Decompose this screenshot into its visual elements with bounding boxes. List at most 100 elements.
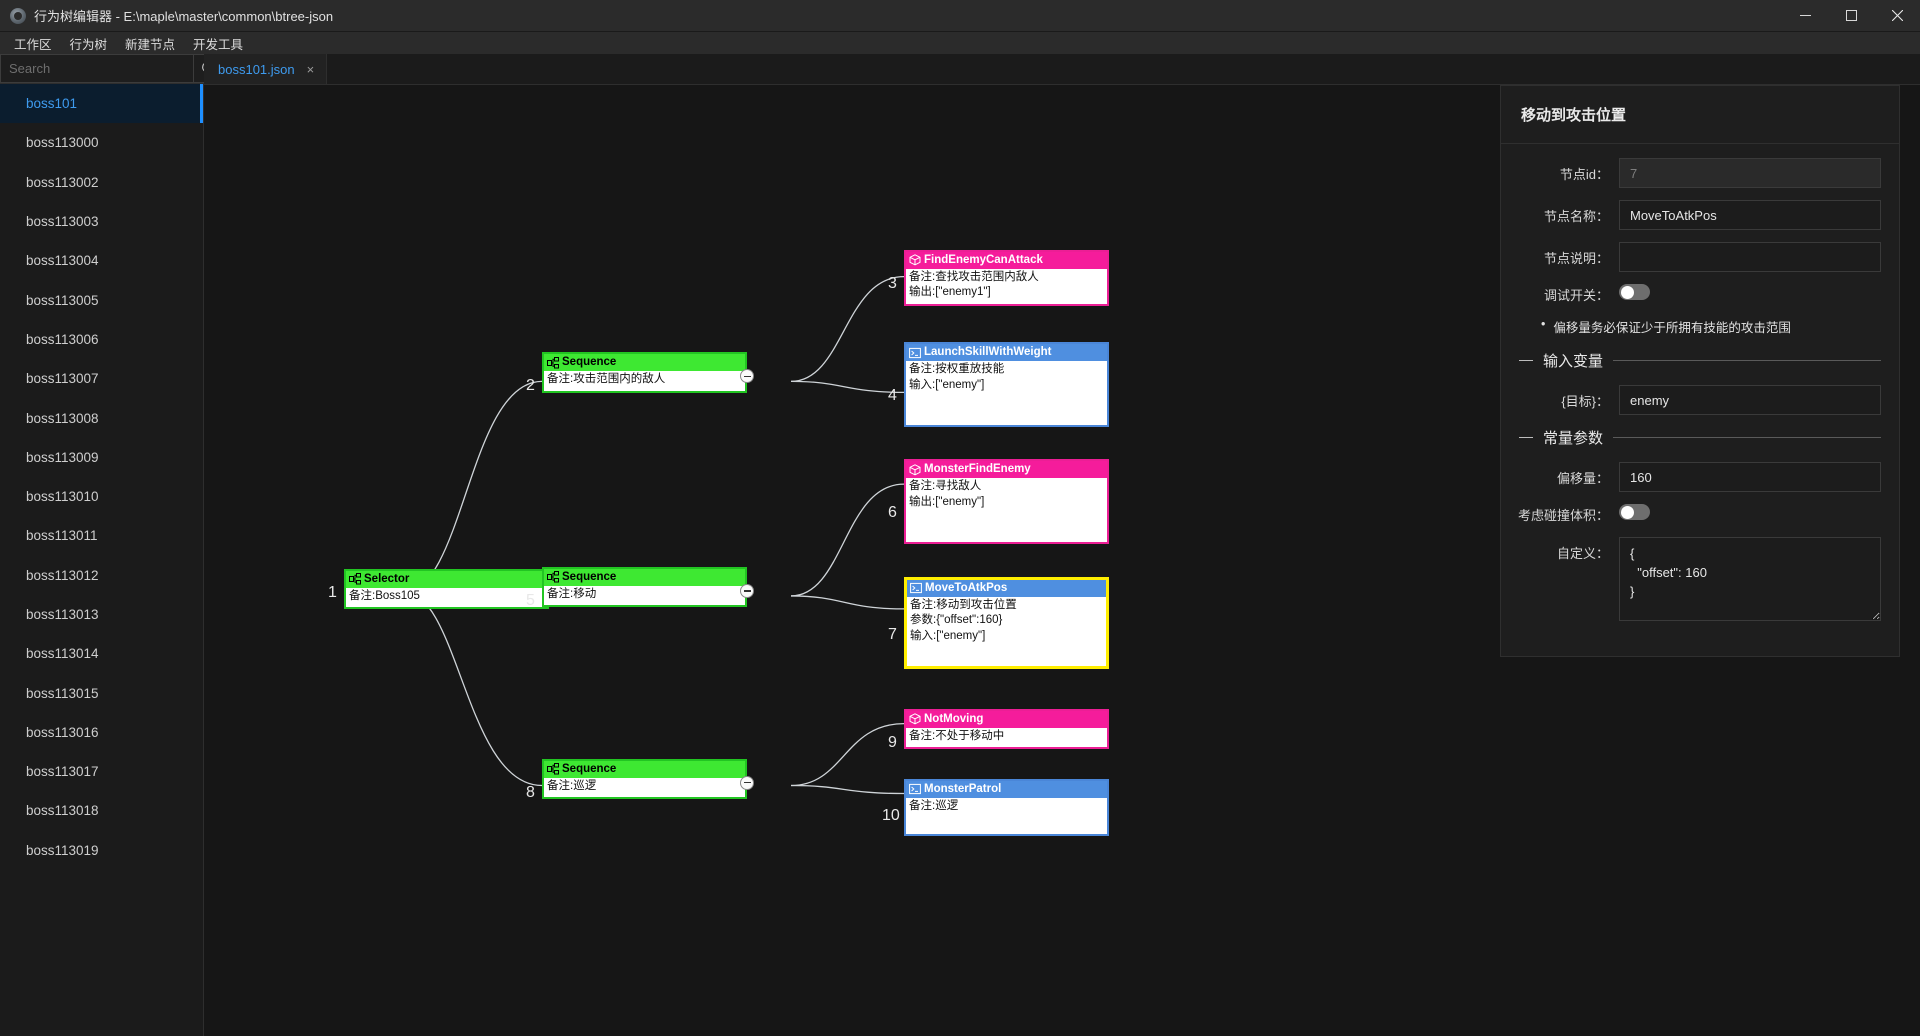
window-title: 行为树编辑器 - E:\maple\master\common\btree-js… <box>34 9 334 24</box>
graph-node-collapse-toggle[interactable] <box>740 583 754 598</box>
app-icon <box>10 7 26 24</box>
field-collision: 考虑碰撞体积： <box>1511 504 1881 525</box>
file-list-item[interactable]: boss113014 <box>0 634 203 673</box>
graph-node-title: MonsterFindEnemy <box>924 463 1031 476</box>
target-control <box>1619 385 1881 415</box>
search-input[interactable] <box>0 54 193 83</box>
custom-textarea[interactable]: { "offset": 160 } <box>1619 537 1881 621</box>
offset-input[interactable] <box>1619 462 1881 492</box>
field-debug-switch: 调试开关： <box>1511 284 1881 305</box>
file-list-item[interactable]: boss113009 <box>0 438 203 477</box>
section-const-params[interactable]: 常量参数 <box>1519 427 1881 448</box>
graph-node-body: 备注:按权重放技能输入:["enemy"] <box>906 361 1107 396</box>
graph-node-header: MonsterFindEnemy <box>906 461 1107 479</box>
menu-item-dev-tools[interactable]: 开发工具 <box>193 37 244 52</box>
file-list-item[interactable]: boss113018 <box>0 791 203 830</box>
file-list-item[interactable]: boss113017 <box>0 752 203 791</box>
graph-node-title: Selector <box>364 572 410 585</box>
graph-node-body: 备注:移动 <box>544 586 745 606</box>
file-list-item[interactable]: boss101 <box>0 84 203 124</box>
graph-node-body: 备注:不处于移动中 <box>906 728 1107 748</box>
debug-switch-toggle[interactable] <box>1619 284 1650 300</box>
file-list-item[interactable]: boss113019 <box>0 831 203 870</box>
file-list-item-label: boss113008 <box>26 410 99 426</box>
file-list-item[interactable]: boss113008 <box>0 398 203 437</box>
tree-icon <box>547 763 559 775</box>
target-input[interactable] <box>1619 385 1881 415</box>
file-list-item[interactable]: boss113006 <box>0 320 203 359</box>
file-list-item[interactable]: boss113012 <box>0 556 203 595</box>
field-node-name: 节点名称： <box>1511 200 1881 230</box>
menu-item-workspace[interactable]: 工作区 <box>14 37 52 52</box>
graph-node-header: Sequence <box>544 568 745 586</box>
graph-node-body: 备注:Boss105 <box>346 588 547 608</box>
close-icon[interactable] <box>1874 0 1920 32</box>
file-list-item[interactable]: boss113002 <box>0 163 203 202</box>
graph-node-collapse-toggle[interactable] <box>740 775 754 790</box>
file-list-item-label: boss101 <box>26 96 78 112</box>
collision-label: 考虑碰撞体积： <box>1517 508 1609 523</box>
graph-node[interactable]: LaunchSkillWithWeight 备注:按权重放技能输入:["enemy… <box>904 342 1109 428</box>
graph-node-line: 备注:Boss105 <box>349 589 420 602</box>
menu-item-new-node[interactable]: 新建节点 <box>125 37 176 52</box>
field-target: {目标}： <box>1511 385 1881 415</box>
file-list-item[interactable]: boss113005 <box>0 280 203 319</box>
node-name-control <box>1619 200 1881 230</box>
graph-node-body: 备注:攻击范围内的敌人 <box>544 371 745 391</box>
graph-node[interactable]: Selector 备注:Boss105 <box>344 568 549 610</box>
collapse-dash-icon[interactable] <box>1519 437 1533 438</box>
collision-toggle[interactable] <box>1619 504 1650 520</box>
graph-node-collapse-toggle[interactable] <box>740 369 754 384</box>
tab-boss101-json[interactable]: boss101.json × <box>204 54 328 84</box>
field-node-desc: 节点说明： <box>1511 242 1881 272</box>
node-desc-input[interactable] <box>1619 242 1881 272</box>
custom-label: 自定义： <box>1556 546 1609 561</box>
graph-node-title: MoveToAtkPos <box>925 581 1008 594</box>
menu-item-behavior-tree[interactable]: 行为树 <box>69 37 108 52</box>
tree-icon <box>547 571 559 583</box>
file-list-item[interactable]: boss113013 <box>0 595 203 634</box>
graph-node[interactable]: MonsterFindEnemy 备注:寻找敌人输出:["enemy"] <box>904 459 1109 545</box>
collapse-dash-icon[interactable] <box>1519 360 1533 361</box>
graph-node-header: MoveToAtkPos <box>907 579 1106 597</box>
graph-node-line: 备注:寻找敌人 <box>909 480 982 493</box>
tab-close-icon[interactable]: × <box>306 61 315 77</box>
properties-panel: 移动到攻击位置 节点id： 节点名称： 节点说明： <box>1500 85 1900 657</box>
file-list-item-label: boss113006 <box>26 331 99 347</box>
terminal-icon <box>909 783 921 795</box>
file-list-item[interactable]: boss113003 <box>0 202 203 241</box>
graph-node-line: 输出:["enemy"] <box>909 495 985 508</box>
file-list-item-label: boss113017 <box>26 764 99 780</box>
graph-node-line: 备注:查找攻击范围内敌人 <box>909 270 1039 283</box>
terminal-icon <box>910 582 922 594</box>
graph-node-number: 5 <box>526 591 535 609</box>
minimize-icon[interactable] <box>1782 0 1828 32</box>
graph-node-title: LaunchSkillWithWeight <box>924 346 1052 359</box>
file-list-item[interactable]: boss113010 <box>0 477 203 516</box>
offset-control <box>1619 462 1881 492</box>
file-list-item[interactable]: boss113004 <box>0 241 203 280</box>
graph-node-line: 备注:巡逻 <box>909 799 959 812</box>
file-list-item[interactable]: boss113011 <box>0 516 203 555</box>
file-list-item[interactable]: boss113015 <box>0 673 203 712</box>
graph-node-header: FindEnemyCanAttack <box>906 251 1107 269</box>
graph-node-header: MonsterPatrol <box>906 780 1107 798</box>
maximize-icon[interactable] <box>1828 0 1874 32</box>
node-name-input[interactable] <box>1619 200 1881 230</box>
file-list-item-label: boss113011 <box>26 528 98 544</box>
file-list-item[interactable]: boss113000 <box>0 123 203 162</box>
file-list-item[interactable]: boss113016 <box>0 713 203 752</box>
file-list-item[interactable]: boss113007 <box>0 359 203 398</box>
section-input-vars[interactable]: 输入变量 <box>1519 350 1881 371</box>
node-desc-label: 节点说明： <box>1543 250 1609 266</box>
graph-node-header: LaunchSkillWithWeight <box>906 344 1107 362</box>
node-desc-control <box>1619 242 1881 272</box>
